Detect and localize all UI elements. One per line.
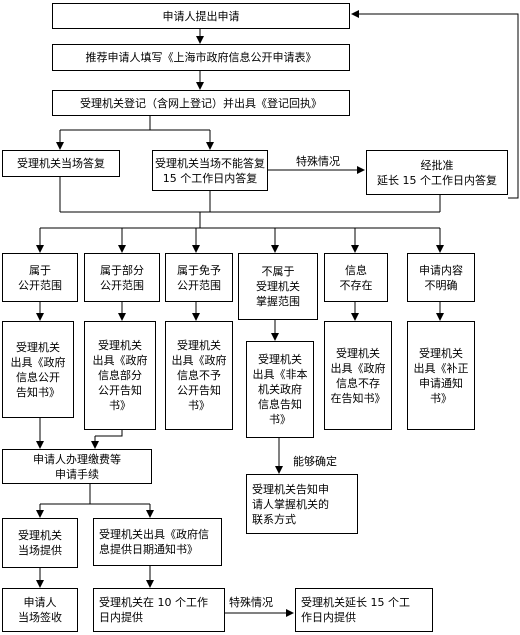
node-date-notice: 受理机关出具《政府信 息提供日期通知书》 [93, 518, 222, 566]
edge-label-special-2: 特殊情况 [229, 596, 273, 610]
node-cat-public: 属于 公开范围 [2, 253, 78, 302]
node-notice-exempt: 受理机关 出具《政府 信息不予 公开告知 书》 [165, 321, 233, 430]
node-provide-onsite: 受理机关 当场提供 [2, 518, 78, 568]
node-provide-10days: 受理机关在 10 个工作 日内提供 [93, 588, 225, 632]
node-inform-contact: 受理机关告知申 请人掌握机关的 联系方式 [246, 474, 358, 534]
edge-label-can-determine: 能够确定 [293, 455, 337, 469]
node-notice-nonexist: 受理机关 出具《政府 信息不存 在告知书》 [324, 321, 392, 430]
node-sign-receipt: 申请人 当场签收 [2, 588, 78, 632]
edge-label-special-1: 特殊情况 [296, 155, 340, 169]
connector-partial-to-pay [95, 430, 123, 437]
node-provide-extend: 受理机关延长 15 个工 作日内提供 [295, 588, 433, 632]
node-notice-unclear: 受理机关 出具《补正 申请通知 书》 [407, 321, 475, 430]
node-cat-notheld: 不属于 受理机关 掌握范围 [238, 253, 318, 320]
node-apply: 申请人提出申请 [52, 3, 350, 29]
connector-pay-split [40, 484, 150, 505]
node-register: 受理机关登记（含网上登记）并出具《登记回执》 [52, 90, 350, 116]
node-fill-form: 推荐申请人填写《上海市政府信息公开申请表》 [52, 44, 350, 71]
node-reply-15days: 受理机关当场不能答复 15 个工作日内答复 [152, 150, 268, 191]
node-extend: 经批准 延长 15 个工作日内答复 [366, 150, 508, 195]
node-cat-unclear: 申请内容 不明确 [407, 253, 475, 302]
node-pay-fees: 申请人办理缴费等 申请手续 [2, 449, 152, 484]
connector-register-split [60, 116, 210, 131]
node-cat-nonexist: 信息 不存在 [324, 253, 388, 302]
node-cat-exempt: 属于免予 公开范围 [165, 253, 233, 302]
node-notice-notheld: 受理机关 出具《非本 机关政府 信息告知 书》 [246, 341, 314, 438]
connector-merge [40, 177, 441, 229]
node-reply-onsite: 受理机关当场答复 [2, 150, 120, 177]
node-cat-partial: 属于部分 公开范围 [84, 253, 160, 302]
node-notice-partial: 受理机关 出具《政府 信息部分 公开告知 书》 [84, 321, 156, 430]
connector-feedback-loop [351, 10, 519, 199]
node-notice-public: 受理机关 出具《政府 信息公开 告知书》 [2, 321, 74, 418]
